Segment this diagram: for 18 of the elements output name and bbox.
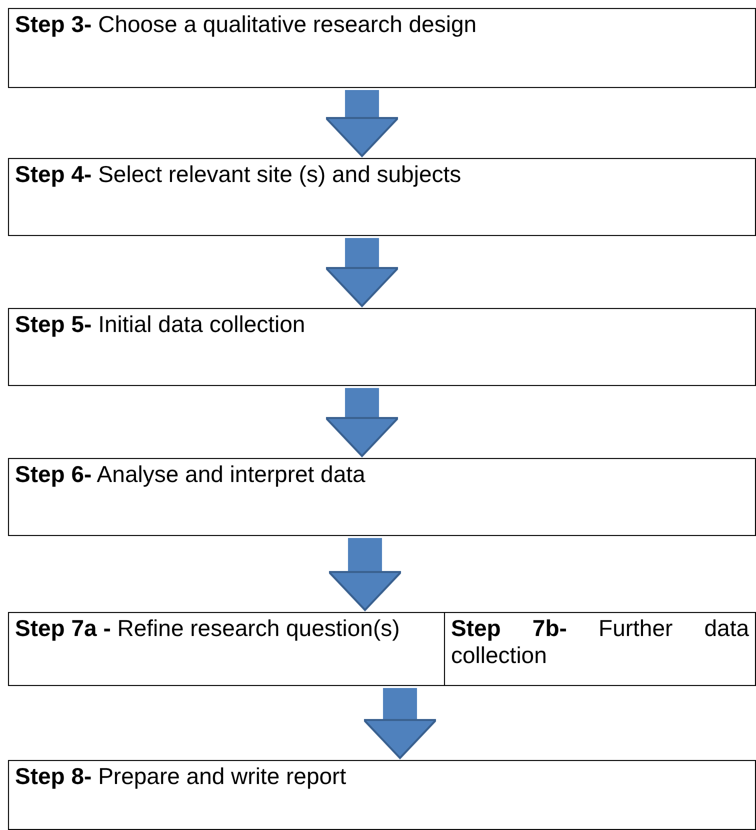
step-text: Step 7a - Refine research question(s) <box>15 615 401 642</box>
step-text: Step 7b- Further data collection <box>451 615 749 669</box>
block-arrow <box>325 90 399 157</box>
step-text: Step 5- Initial data collection <box>15 311 306 338</box>
step-box <box>8 158 756 236</box>
step-box <box>8 760 756 830</box>
step-box <box>8 612 445 686</box>
step-box <box>444 612 756 686</box>
step-text: Step 6- Analyse and interpret data <box>15 461 366 488</box>
block-arrow <box>325 388 399 457</box>
step-box <box>8 308 756 386</box>
step-text: Step 3- Choose a qualitative research design <box>15 11 478 38</box>
step-text: Step 4- Select relevant site (s) and subjects <box>15 161 462 188</box>
block-arrow <box>325 238 399 307</box>
step-box <box>8 458 756 536</box>
step-text: Step 8- Prepare and write report <box>15 763 348 790</box>
block-arrow <box>328 538 402 611</box>
step-box <box>8 8 756 88</box>
